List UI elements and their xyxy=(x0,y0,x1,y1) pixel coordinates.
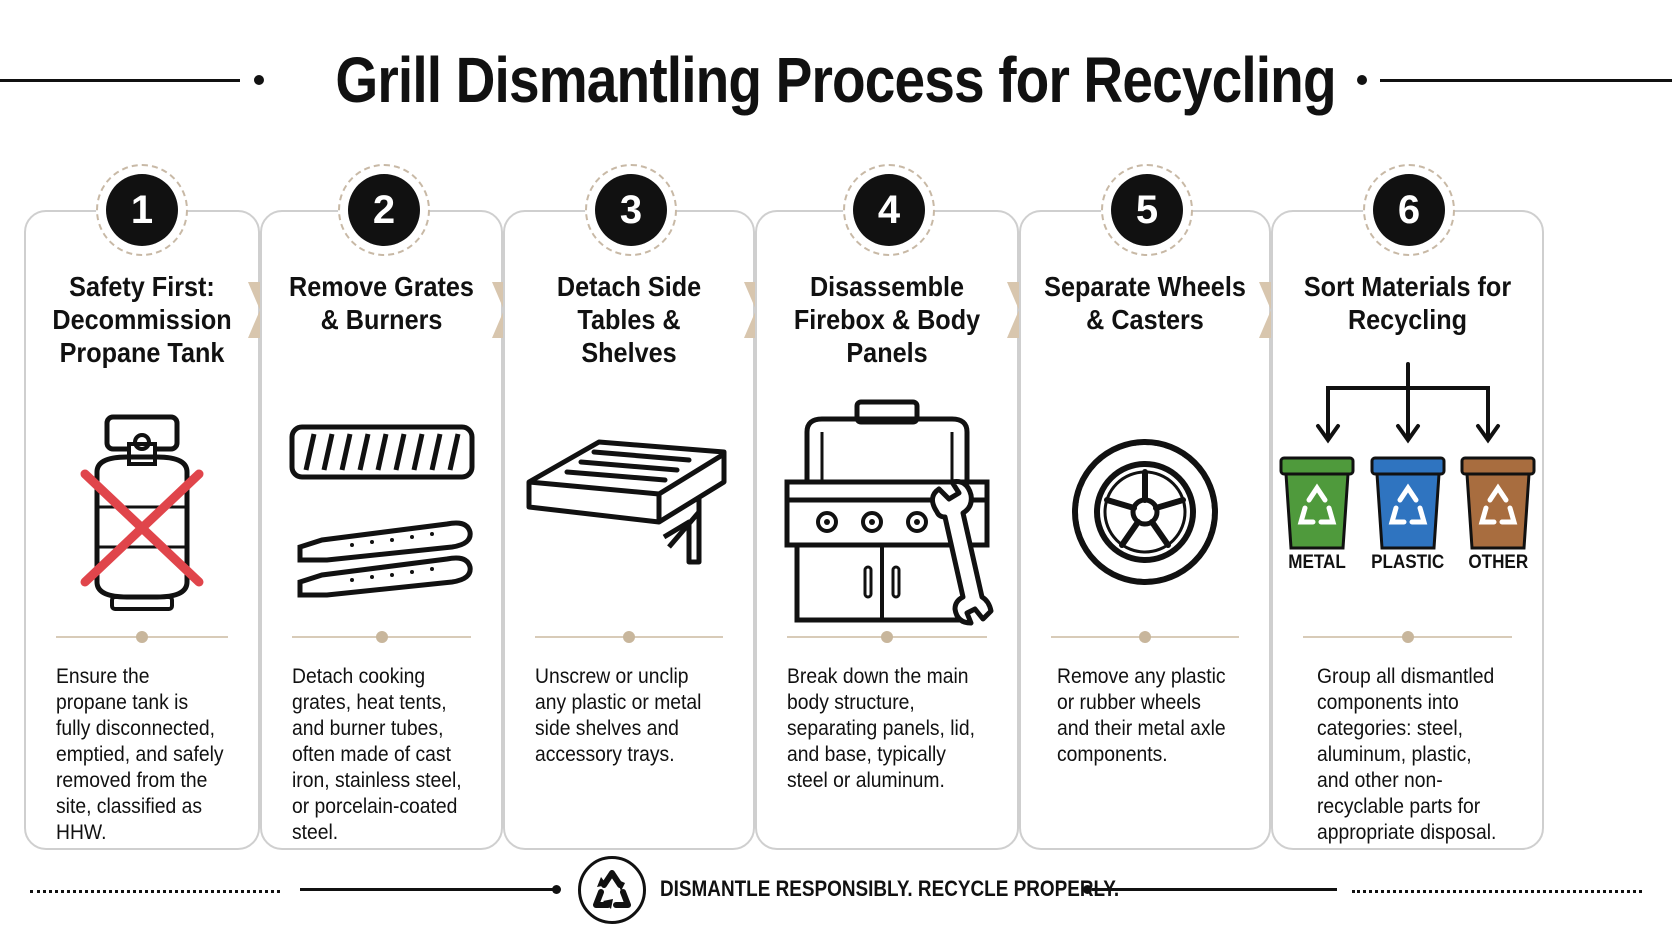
illustration xyxy=(26,392,258,632)
title-row: Grill Dismantling Process for Recycling xyxy=(0,30,1672,130)
propane-tank-crossed-icon xyxy=(80,414,204,611)
step-number-badge: 5 xyxy=(1111,174,1183,246)
step-title: Separate Wheels & Casters xyxy=(1044,271,1246,335)
step-card-4: 4 Disassemble Firebox & Body Panels xyxy=(755,164,1019,850)
footer-rule-dotted-right xyxy=(1352,890,1642,893)
bin-plastic: PLASTIC xyxy=(1367,452,1448,574)
title-dot-left xyxy=(254,75,264,85)
footer-rule-dotted-left xyxy=(30,890,280,893)
steps-row: 1 Safety First: Decommission Propane Tan… xyxy=(24,164,1644,850)
step-card-2: 2 Remove Grates & Burners xyxy=(260,164,503,850)
step-description: Unscrew or unclip any plastic or metal s… xyxy=(535,665,702,766)
footer-rule-right xyxy=(1092,888,1337,891)
step-badge-ring: 1 xyxy=(96,164,188,256)
step-title: Sort Materials for Recycling xyxy=(1303,271,1512,335)
step-description: Group all dismantled components into cat… xyxy=(1317,665,1497,844)
recycle-icon xyxy=(593,870,631,909)
footer-logo xyxy=(578,856,646,924)
sort-arrows-icon xyxy=(1315,362,1500,444)
bin-label: PLASTIC xyxy=(1370,552,1445,573)
divider-dot xyxy=(1139,631,1151,643)
title-dot-right xyxy=(1357,75,1367,85)
step-number-badge: 4 xyxy=(853,174,925,246)
step-card-1: 1 Safety First: Decommission Propane Tan… xyxy=(24,164,260,850)
footer-rule-left xyxy=(300,888,555,891)
illustration xyxy=(1021,392,1269,632)
footer-tagline: DISMANTLE RESPONSIBLY. RECYCLE PROPERLY. xyxy=(660,876,1120,901)
step-card-5: 5 Separate Wheels & Casters Remove xyxy=(1019,164,1271,850)
bin-label: METAL xyxy=(1288,552,1346,573)
step-card-6: 6 Sort Materials for Recycling xyxy=(1271,164,1544,850)
illustration xyxy=(757,392,1017,632)
step-badge-ring: 5 xyxy=(1101,164,1193,256)
grill-wrench-icon xyxy=(784,399,994,626)
divider-dot xyxy=(881,631,893,643)
step-description: Detach cooking grates, heat tents, and b… xyxy=(292,665,462,844)
page-title: Grill Dismantling Process for Recycling xyxy=(335,44,1337,116)
step-badge-ring: 6 xyxy=(1363,164,1455,256)
footer-dot-left xyxy=(552,885,561,894)
step-badge-ring: 4 xyxy=(843,164,935,256)
step-badge-ring: 3 xyxy=(585,164,677,256)
side-shelf-icon xyxy=(526,439,727,565)
recycle-bin-icon xyxy=(1279,456,1355,550)
illustration xyxy=(505,392,753,632)
recycling-bins: METAL PLASTIC xyxy=(1277,452,1538,574)
illustration xyxy=(262,392,501,632)
wheel-icon xyxy=(1072,439,1218,585)
step-title: Safety First: Decommission Propane Tank xyxy=(52,271,232,368)
divider-dot xyxy=(1401,631,1414,643)
divider-dot xyxy=(623,631,635,643)
step-badge-ring: 2 xyxy=(338,164,430,256)
title-rule-right xyxy=(1380,79,1672,82)
step-number-badge: 6 xyxy=(1373,174,1445,246)
step-card-3: 3 Detach Side Tables & Shelves Unscrew o… xyxy=(503,164,755,850)
recycle-bin-icon xyxy=(1460,456,1536,550)
recycle-bin-icon xyxy=(1370,456,1445,550)
divider-dot xyxy=(136,631,148,643)
step-description: Break down the main body structure, sepa… xyxy=(787,665,975,792)
footer: DISMANTLE RESPONSIBLY. RECYCLE PROPERLY. xyxy=(0,850,1672,930)
step-number-badge: 3 xyxy=(595,174,667,246)
bin-other: OTHER xyxy=(1458,452,1538,574)
footer-dot-right xyxy=(1083,885,1092,894)
title-rule-left xyxy=(0,79,240,82)
step-number-badge: 1 xyxy=(106,174,178,246)
step-title: Remove Grates & Burners xyxy=(289,271,474,335)
bin-metal: METAL xyxy=(1277,452,1357,574)
step-title: Disassemble Firebox & Body Panels xyxy=(793,271,981,368)
step-title: Detach Side Tables & Shelves xyxy=(556,271,702,368)
step-number-badge: 2 xyxy=(348,174,420,246)
step-description: Remove any plastic or rubber wheels and … xyxy=(1057,665,1226,766)
divider-dot xyxy=(375,631,388,643)
bin-label: OTHER xyxy=(1468,552,1529,573)
grate-burner-icon xyxy=(289,424,474,598)
step-description: Ensure the propane tank is fully disconn… xyxy=(56,665,224,844)
illustration: METAL PLASTIC xyxy=(1273,342,1542,592)
